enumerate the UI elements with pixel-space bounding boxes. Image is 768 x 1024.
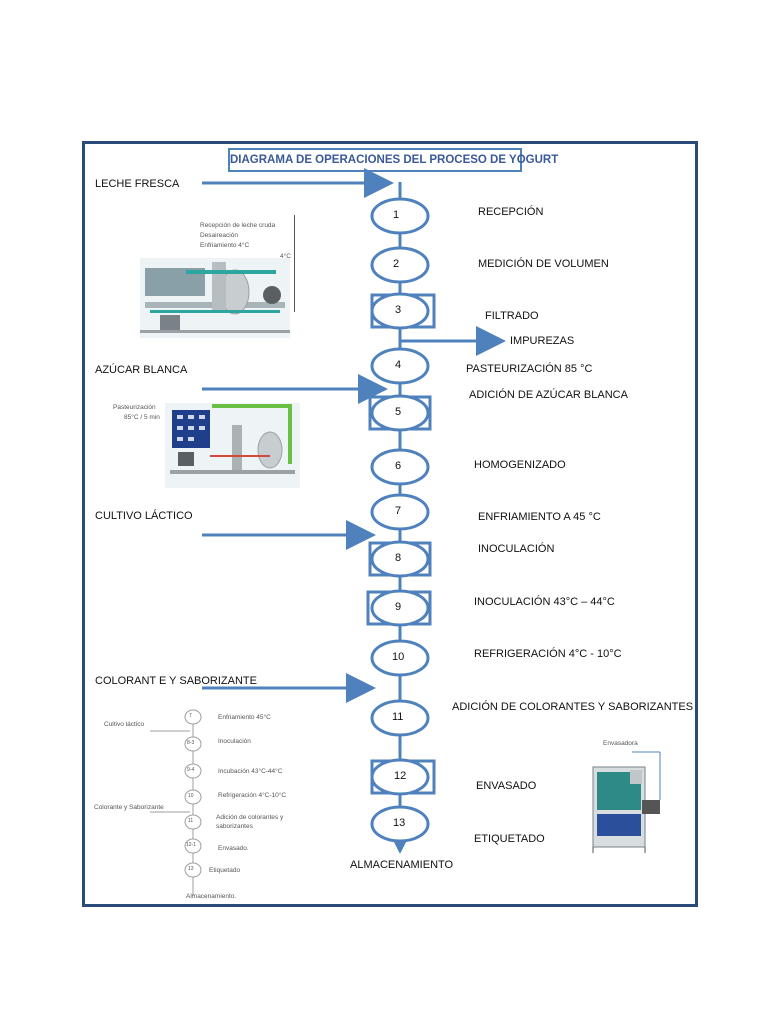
img3-s1: Enfriamiento 45°C — [218, 714, 271, 721]
node-12 — [370, 758, 430, 796]
img1-line1: Recepción de leche cruda — [200, 222, 276, 229]
img3-n6: 12-1 — [186, 842, 197, 848]
img3-s5a: Adición de colorantes y — [216, 814, 284, 821]
img3-n7: 13 — [188, 866, 194, 872]
step-2-label: MEDICIÓN DE VOLUMEN — [478, 258, 609, 270]
mini-flowchart-image — [150, 709, 202, 896]
packaging-machine-image — [592, 751, 661, 853]
step-13-label: ETIQUETADO — [474, 833, 545, 845]
node-6 — [370, 448, 430, 486]
step-9-label: INOCULACIÓN 43°C – 44°C — [474, 596, 615, 608]
img1-temp: 4°C — [280, 253, 291, 260]
node-1 — [370, 197, 430, 235]
step-1-label: RECEPCIÓN — [478, 206, 544, 218]
node-2 — [370, 246, 430, 284]
node-10 — [370, 639, 430, 677]
img2-line2: 85°C / 5 min — [124, 414, 160, 421]
step-7-label: ENFRIAMIENTO A 45 °C — [478, 511, 601, 523]
img1-line3: Enfriamiento 4°C — [200, 242, 250, 249]
img3-n4: 10 — [188, 793, 194, 799]
reception-equipment-image — [140, 215, 295, 338]
img3-s7: Etiquetado — [209, 867, 241, 874]
node-7-number: 7 — [395, 505, 402, 517]
node-13 — [370, 805, 430, 843]
node-12-number: 12 — [394, 770, 407, 782]
node-9-number: 9 — [395, 601, 402, 613]
node-9 — [370, 589, 430, 627]
step-8-label: INOCULACIÓN — [478, 543, 555, 555]
img2-line1: Pasteurización — [113, 404, 156, 411]
node-10-number: 10 — [392, 651, 405, 663]
img3-s3: Incubación 43°C-44°C — [218, 768, 283, 775]
input-azucar-label: AZÚCAR BLANCA — [95, 364, 188, 376]
final-storage-label: ALMACENAMIENTO — [350, 859, 454, 871]
img3-cultivo: Cultivo láctico — [104, 721, 145, 728]
node-8 — [370, 540, 430, 578]
input-leche-label: LECHE FRESCA — [95, 178, 180, 190]
input-cultivo-label: CULTIVO LÁCTICO — [95, 510, 193, 522]
img4-label: Envasadora — [603, 740, 638, 747]
node-5-number: 5 — [395, 406, 402, 418]
node-11 — [370, 699, 430, 737]
node-4 — [370, 347, 430, 385]
node-6-number: 6 — [395, 460, 402, 472]
diagram-frame — [82, 141, 698, 907]
img3-s5b: saborizantes — [216, 823, 253, 830]
img3-n2: 8-3 — [187, 740, 195, 746]
step-6-label: HOMOGENIZADO — [474, 459, 566, 471]
node-2-number: 2 — [393, 258, 400, 270]
img3-n5: 11 — [188, 818, 194, 824]
img3-s4: Refrigeración 4°C-10°C — [218, 792, 287, 799]
pasteurization-equipment-image — [165, 403, 300, 488]
node-7 — [370, 493, 430, 531]
img3-n3: 9-4 — [187, 767, 195, 773]
step-4-label: PASTEURIZACIÓN 85 °C — [466, 363, 593, 375]
img3-s6: Envasado. — [218, 845, 249, 852]
node-4-number: 4 — [395, 359, 402, 371]
input-colorante-label: COLORANT E Y SABORIZANTE — [95, 675, 257, 687]
img3-n1: 7 — [189, 713, 192, 719]
step-5-label: ADICIÓN DE AZÚCAR BLANCA — [469, 389, 628, 401]
node-5 — [370, 394, 430, 432]
step-3-label: FILTRADO — [485, 310, 539, 322]
node-11-number: 11 — [392, 711, 404, 723]
step-12-label: ENVASADO — [476, 780, 537, 792]
node-1-number: 1 — [393, 209, 400, 221]
node-8-number: 8 — [395, 552, 402, 564]
step-11-label: ADICIÓN DE COLORANTES Y SABORIZANTES — [452, 701, 694, 713]
img1-line2: Desaireación — [200, 232, 238, 239]
node-13-number: 13 — [393, 817, 406, 829]
node-3-number: 3 — [395, 304, 402, 316]
impurezas-label: IMPUREZAS — [510, 335, 575, 347]
step-10-label: REFRIGERACIÓN 4°C - 10°C — [474, 648, 622, 660]
img3-s8: Almacenamiento. — [186, 893, 237, 900]
img3-colorante: Colorante y Saborizante — [94, 804, 164, 811]
img3-s2: Inoculación — [218, 738, 251, 745]
node-3 — [370, 292, 430, 330]
